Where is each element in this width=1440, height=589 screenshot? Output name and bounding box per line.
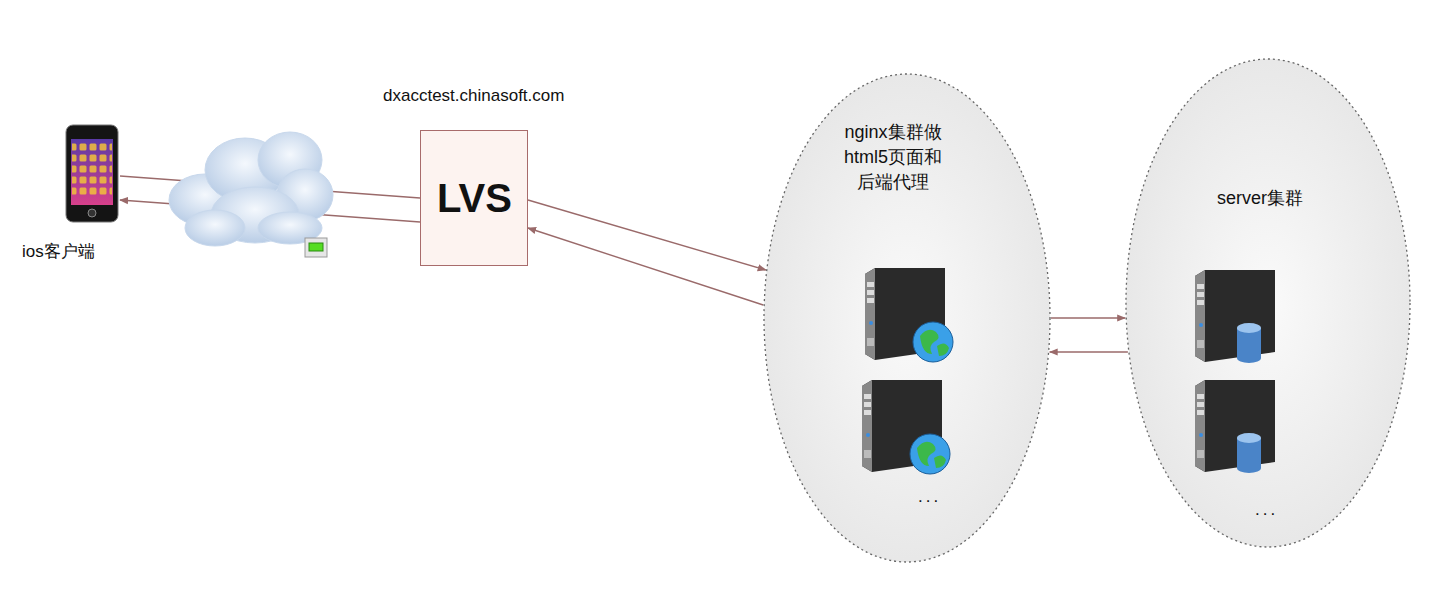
database-icon [1237, 433, 1261, 473]
connector-arrow [528, 200, 766, 270]
server-icon [1195, 270, 1275, 362]
ellipsis-label: ... [918, 487, 941, 507]
domain-label: dxacctest.chinasoft.com [383, 86, 564, 106]
cloud-icon [169, 132, 333, 246]
connector-arrow [528, 228, 763, 305]
cluster-ellipse: nginx集群做html5页面和后端代理 [763, 73, 1051, 563]
phone-icon [66, 125, 118, 222]
database-icon [1237, 323, 1261, 363]
status-icon [305, 238, 327, 257]
client-label: ios客户端 [22, 242, 95, 262]
ellipsis-label: ... [1255, 500, 1278, 520]
globe-icon [913, 322, 953, 362]
lvs-label: LVS [437, 174, 512, 222]
cluster-label: server集群 [1217, 188, 1303, 210]
globe-icon [910, 434, 950, 474]
client-node: ios客户端 [18, 120, 120, 270]
lvs-box: dxacctest.chinasoft.comLVS [420, 130, 528, 266]
connector-arrow [1050, 351, 1128, 352]
cluster-ellipse: server集群 [1125, 58, 1411, 548]
connector-arrow [1051, 317, 1125, 318]
node-outline [763, 73, 1051, 563]
server-icon [1195, 380, 1275, 472]
cluster-label: nginx集群做html5页面和后端代理 [836, 120, 950, 194]
node-outline [1125, 58, 1411, 548]
